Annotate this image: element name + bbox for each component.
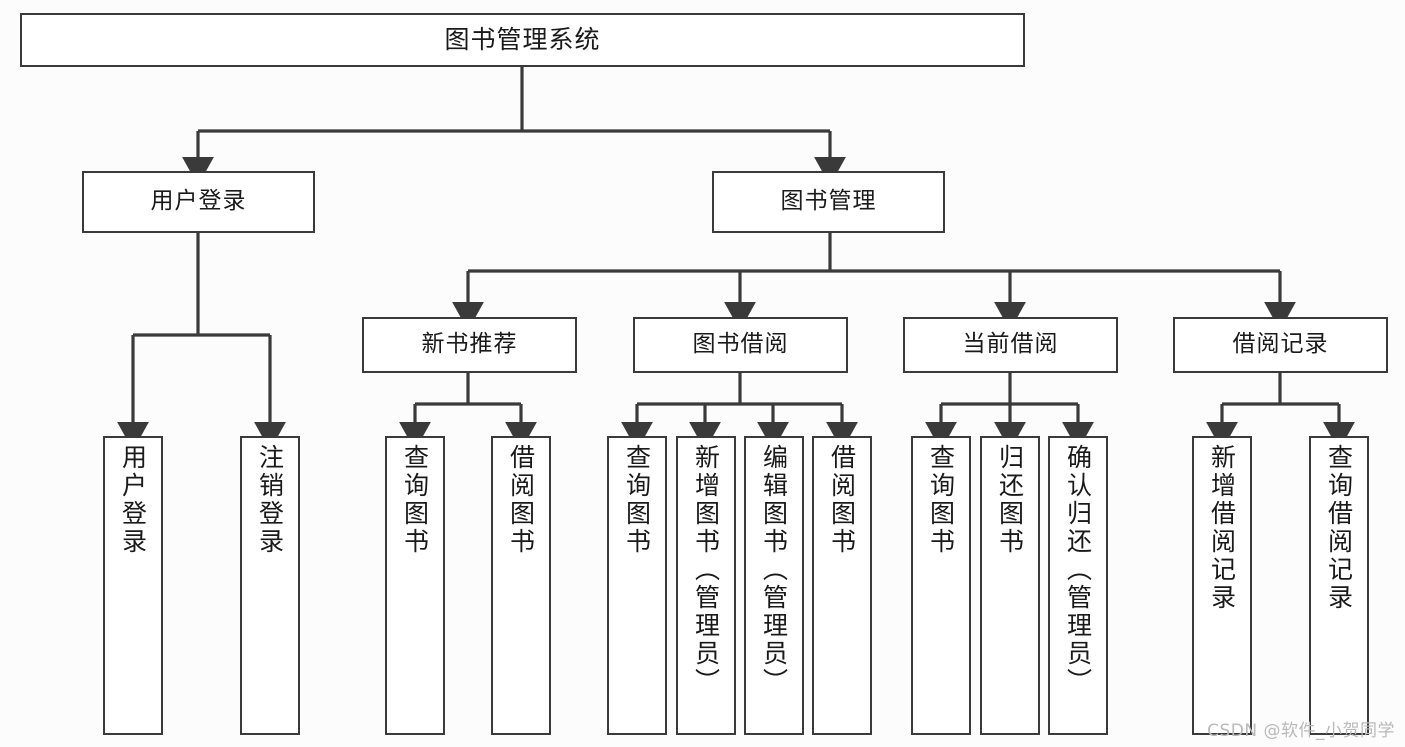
- node-label: 查询借阅记录: [1324, 444, 1354, 612]
- node-label: 新增借阅记录: [1207, 444, 1237, 612]
- leaf-add-book[interactable]: 新增图书（管理员）: [676, 436, 736, 735]
- node-borrow-record[interactable]: 借阅记录: [1173, 317, 1388, 373]
- node-label: 借阅图书: [506, 444, 536, 556]
- node-label: 图书管理系统: [444, 25, 601, 55]
- node-label: 用户登录: [150, 188, 247, 215]
- leaf-query-book-borrow[interactable]: 查询图书: [607, 436, 667, 735]
- node-label: 新书推荐: [421, 331, 518, 358]
- node-root-system[interactable]: 图书管理系统: [20, 13, 1025, 67]
- node-current-borrow[interactable]: 当前借阅: [903, 317, 1118, 373]
- node-book-manage[interactable]: 图书管理: [712, 171, 945, 233]
- node-user-login[interactable]: 用户登录: [82, 171, 315, 233]
- node-label: 注销登录: [255, 444, 285, 556]
- leaf-confirm-return[interactable]: 确认归还（管理员）: [1048, 436, 1108, 735]
- leaf-user-login[interactable]: 用户登录: [103, 436, 163, 735]
- leaf-query-borrow-record[interactable]: 查询借阅记录: [1309, 436, 1369, 735]
- node-book-borrow[interactable]: 图书借阅: [633, 317, 848, 373]
- csdn-watermark: CSDN @软件_小贺同学: [1207, 721, 1395, 741]
- node-label: 查询图书: [400, 444, 430, 556]
- leaf-logout-login[interactable]: 注销登录: [240, 436, 300, 735]
- leaf-return-book[interactable]: 归还图书: [980, 436, 1040, 735]
- node-label: 借阅图书: [827, 444, 857, 556]
- leaf-borrow-book-recommend[interactable]: 借阅图书: [491, 436, 551, 735]
- leaf-query-book-current[interactable]: 查询图书: [911, 436, 971, 735]
- node-label: 查询图书: [926, 444, 956, 556]
- node-label: 查询图书: [622, 444, 652, 556]
- node-label: 确认归还（管理员）: [1063, 444, 1093, 696]
- node-label: 编辑图书（管理员）: [759, 444, 789, 696]
- node-label: 当前借阅: [962, 331, 1059, 358]
- node-label: 借阅记录: [1232, 331, 1329, 358]
- node-label: 图书借阅: [692, 331, 789, 358]
- leaf-query-book-recommend[interactable]: 查询图书: [385, 436, 445, 735]
- node-label: 新增图书（管理员）: [691, 444, 721, 696]
- node-new-book-recommend[interactable]: 新书推荐: [362, 317, 577, 373]
- leaf-edit-book[interactable]: 编辑图书（管理员）: [744, 436, 804, 735]
- leaf-borrow-book[interactable]: 借阅图书: [812, 436, 872, 735]
- leaf-add-borrow-record[interactable]: 新增借阅记录: [1192, 436, 1252, 735]
- node-label: 归还图书: [995, 444, 1025, 556]
- node-label: 图书管理: [780, 188, 877, 215]
- node-label: 用户登录: [118, 444, 148, 556]
